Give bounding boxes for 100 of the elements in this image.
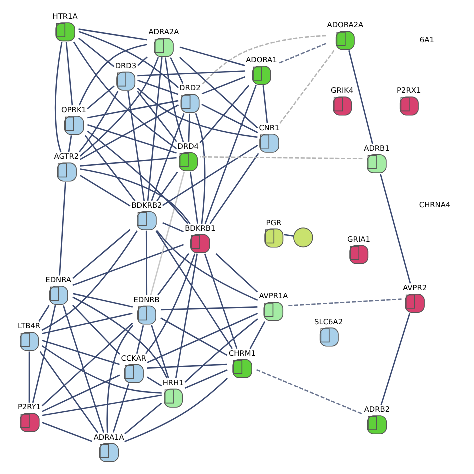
connector: [87, 85, 115, 110]
node-label: CNR1: [259, 122, 280, 132]
node-label: ADRB1: [364, 143, 390, 152]
connector: [280, 50, 335, 124]
connector: [63, 304, 105, 432]
connector: [380, 312, 411, 405]
label: 6A1: [420, 34, 434, 44]
connector: [190, 171, 198, 224]
node-label: P2RY1: [18, 402, 42, 412]
connector: [147, 363, 228, 368]
node-label: DRD4: [178, 141, 200, 150]
connector: [156, 230, 258, 301]
connector: [164, 57, 184, 142]
connector: [201, 34, 326, 85]
node-label: LTB4R: [18, 321, 41, 330]
connector: [78, 37, 115, 67]
connector: [80, 174, 131, 206]
connector: [184, 369, 228, 389]
node-label: DRD2: [180, 83, 201, 92]
connector: [180, 46, 246, 66]
node-label: AGTR2: [54, 152, 80, 161]
connector: [106, 324, 134, 432]
connector: [80, 56, 160, 156]
connector: [72, 228, 131, 279]
node-label: EDNRA: [46, 275, 72, 284]
connector: [380, 173, 412, 284]
connector: [42, 422, 92, 442]
node-label: AVPR1A: [259, 291, 288, 300]
connector: [161, 306, 258, 310]
connector: [284, 234, 294, 236]
node-label: ADORA2A: [327, 20, 364, 30]
connector: [40, 350, 99, 433]
connector: [137, 87, 258, 138]
connector: [147, 57, 163, 200]
connector: [73, 41, 178, 149]
node-label: GRIA1: [348, 234, 370, 244]
connector: [78, 28, 148, 40]
connector: [151, 324, 170, 378]
node-label: PGR: [266, 218, 282, 227]
node-label: ADORA1: [246, 54, 278, 64]
connector: [156, 230, 234, 349]
node-label: OPRK1: [62, 105, 87, 114]
connector: [288, 298, 402, 306]
connector: [151, 113, 185, 201]
connector: [87, 130, 188, 224]
connector: [160, 317, 228, 356]
connector: [112, 383, 130, 432]
node-label: ADRA2A: [148, 27, 180, 36]
node-label: DRD3: [115, 60, 137, 70]
connector: [32, 304, 56, 403]
connector: [162, 144, 258, 206]
node-label: ADRA1A: [94, 432, 124, 442]
connector: [84, 134, 136, 201]
node-label: BDKRB1: [185, 223, 216, 232]
connector: [184, 318, 258, 382]
connector: [72, 244, 184, 286]
node-label: HRH1: [162, 378, 184, 387]
node-label: ADRB2: [364, 404, 390, 414]
connector: [78, 30, 180, 88]
connector: [175, 253, 198, 378]
connector: [54, 42, 63, 152]
connector: [80, 156, 177, 166]
label: CHRNA4: [419, 200, 451, 210]
connector: [278, 42, 326, 64]
node-label: HTR1A: [52, 12, 78, 21]
connector: [262, 85, 268, 124]
connector: [138, 70, 246, 76]
connector: [156, 171, 178, 201]
connector: [147, 376, 162, 386]
node-label: CHRM1: [228, 348, 256, 358]
connector: [42, 312, 133, 334]
node-label: GRIK4: [331, 86, 354, 95]
connector: [250, 321, 266, 349]
connector: [66, 42, 74, 106]
connector: [38, 304, 50, 322]
connector: [204, 253, 238, 349]
connector: [204, 84, 257, 224]
connector: [216, 253, 258, 292]
connector: [88, 100, 179, 118]
connector: [72, 304, 120, 355]
connector: [146, 230, 148, 295]
connector: [348, 50, 374, 144]
connector: [79, 90, 119, 152]
connector: [147, 312, 258, 363]
connector: [78, 44, 148, 106]
connector: [88, 124, 177, 154]
connector: [210, 152, 260, 224]
connector: [124, 402, 162, 434]
connector: [162, 222, 184, 232]
connector: [200, 156, 363, 160]
connector: [170, 56, 184, 84]
connector: [145, 253, 196, 354]
connector: [28, 351, 30, 402]
connector: [72, 292, 133, 308]
connector: [42, 322, 134, 406]
connector: [124, 377, 228, 442]
connector: [137, 90, 178, 142]
node-label: EDNRB: [134, 294, 160, 304]
connector: [59, 182, 66, 276]
connector: [202, 76, 246, 94]
